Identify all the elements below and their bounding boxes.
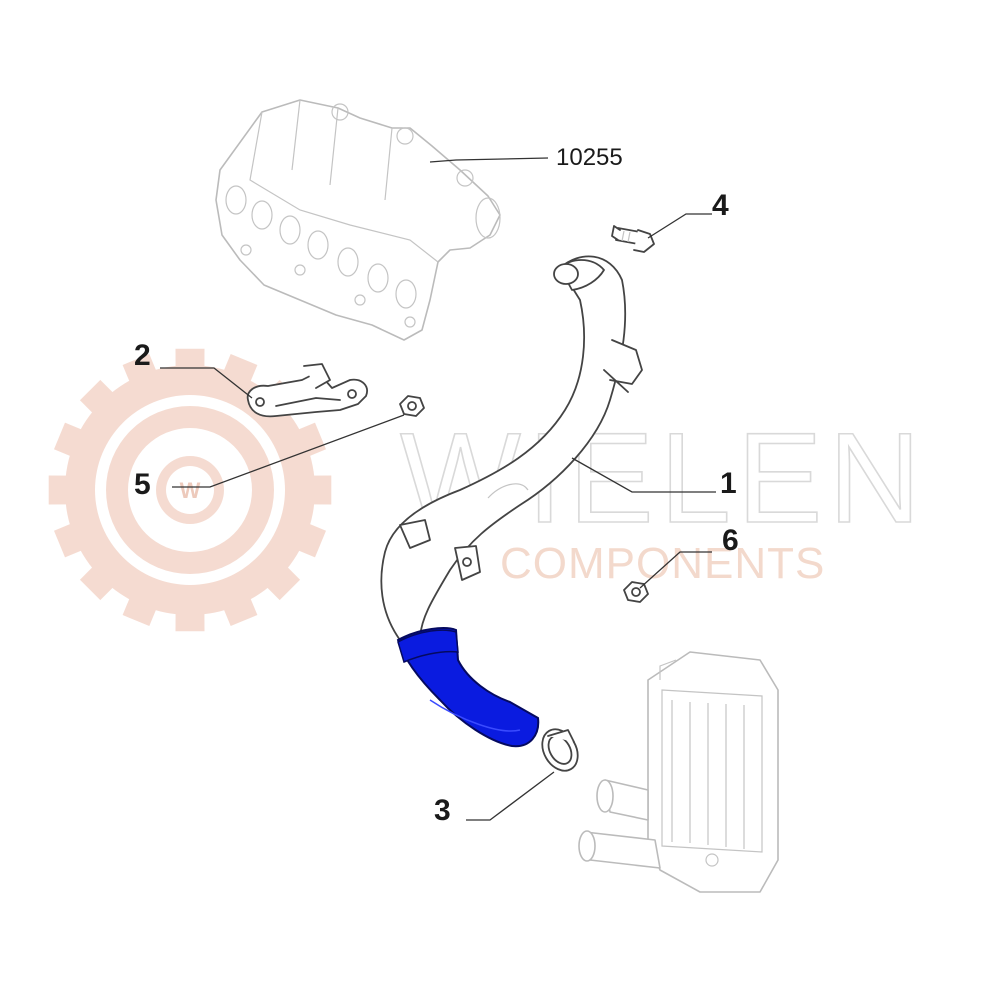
leader-10255 <box>429 157 549 163</box>
watermark-gear-logo: W <box>48 348 332 632</box>
callout-2: 2 <box>134 339 151 372</box>
leader-2 <box>160 367 253 399</box>
callout-6: 6 <box>722 524 739 557</box>
nut-5 <box>399 395 425 417</box>
bracket <box>246 363 368 418</box>
bolt <box>611 225 655 253</box>
callout-4: 4 <box>712 189 729 222</box>
gear-tooth <box>79 562 118 601</box>
hose-body <box>396 627 540 748</box>
hose-clamp <box>541 728 579 772</box>
callout-5: 5 <box>134 468 151 501</box>
intercooler <box>578 651 779 893</box>
leader-1 <box>571 457 716 493</box>
callout-3: 3 <box>434 794 451 827</box>
hose-band <box>397 629 459 664</box>
intake-manifold <box>215 99 501 341</box>
leader-5 <box>172 414 405 488</box>
logo-badge-inner <box>166 466 214 514</box>
callout-1: 1 <box>720 467 737 500</box>
intake-pipe <box>380 255 643 641</box>
hose-highlight-line <box>429 699 521 732</box>
watermark-tagline-text: COMPONENTS <box>500 539 825 588</box>
ref-number-10255: 10255 <box>556 144 623 171</box>
blue-hose <box>396 627 540 748</box>
leader-6 <box>639 551 712 589</box>
logo-letter: W <box>180 478 201 503</box>
gear-tooth <box>79 379 118 418</box>
leader-3 <box>466 771 555 821</box>
gear-tooth <box>262 562 301 601</box>
leader-4 <box>647 213 712 239</box>
